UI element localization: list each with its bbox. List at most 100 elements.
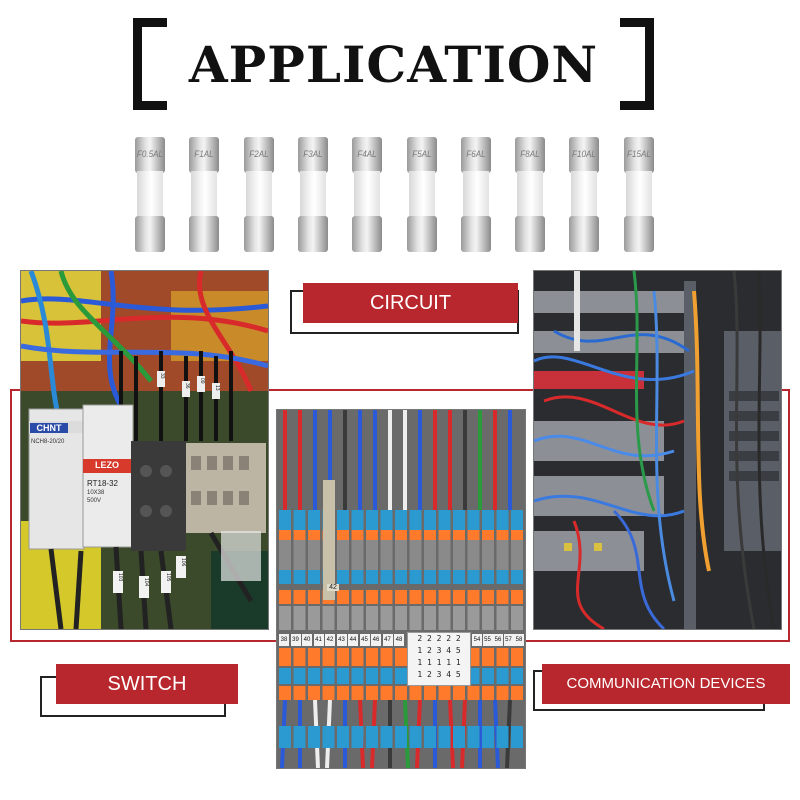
marker-row: 2 2 2 2 2 bbox=[417, 634, 461, 643]
marker-row: 1 2 3 4 5 bbox=[417, 670, 461, 679]
terminal-block-orange bbox=[409, 590, 422, 604]
fuse-cap-top: F6AL bbox=[461, 137, 491, 173]
marker-row: 1 2 3 4 5 bbox=[417, 646, 461, 655]
fuse: F8AL bbox=[515, 137, 545, 252]
terminal-block-blue bbox=[438, 510, 451, 530]
frame-line-left bbox=[10, 389, 12, 642]
communication-label: COMMUNICATION DEVICES bbox=[542, 664, 790, 704]
terminal-block-gray bbox=[496, 606, 509, 630]
fuse-cap-bottom bbox=[624, 216, 654, 252]
terminal-block-blue bbox=[496, 570, 509, 584]
fuse: F0.5AL bbox=[135, 137, 165, 252]
fuse-cap-bottom bbox=[352, 216, 382, 252]
terminal-block-blue bbox=[511, 570, 523, 584]
fuse-marking: F15AL bbox=[627, 149, 651, 159]
fuse-cap-top: F0.5AL bbox=[135, 137, 165, 173]
frame-line-top-right bbox=[780, 389, 790, 391]
terminal-block-blue bbox=[395, 668, 407, 684]
fuse-body bbox=[517, 171, 543, 218]
fuse-cap-top: F10AL bbox=[569, 137, 599, 173]
terminal-block-orange bbox=[337, 648, 349, 666]
fuse-cap-bottom bbox=[515, 216, 545, 252]
terminal-block-gray bbox=[308, 540, 320, 570]
terminal-block-gray bbox=[438, 540, 451, 570]
terminal-block-gray bbox=[337, 606, 349, 630]
title-bracket-right bbox=[620, 18, 654, 110]
terminal-block-blue bbox=[380, 570, 393, 584]
terminal-tag: 42 bbox=[325, 634, 335, 646]
terminal-tag: 47 bbox=[382, 634, 393, 646]
terminal-block-blue bbox=[424, 510, 436, 530]
terminal-tag: 54 bbox=[472, 634, 482, 646]
terminal-block-blue bbox=[279, 668, 291, 684]
fuse-marking: F4AL bbox=[357, 149, 377, 159]
terminal-block-orange bbox=[424, 530, 436, 540]
fuse-cap-bottom bbox=[569, 216, 599, 252]
terminal-block-orange bbox=[424, 686, 436, 700]
photo-server-rack bbox=[533, 270, 782, 630]
terminal-block-blue bbox=[293, 726, 306, 748]
terminal-block-orange bbox=[453, 686, 465, 700]
terminal-jumper bbox=[323, 480, 335, 600]
terminal-block-orange bbox=[308, 590, 320, 604]
terminal-block-gray bbox=[409, 606, 422, 630]
terminal-block-gray bbox=[467, 606, 480, 630]
wire-top-tag: 13 bbox=[214, 385, 220, 391]
terminal-block-gray bbox=[293, 606, 306, 630]
fuse-body bbox=[409, 171, 435, 218]
terminal-tag: 58 bbox=[514, 634, 524, 646]
fuse: F1AL bbox=[189, 137, 219, 252]
terminal-block-gray bbox=[337, 540, 349, 570]
fuse-cap-top: F5AL bbox=[407, 137, 437, 173]
terminal-block-orange bbox=[409, 686, 422, 700]
frame-line-top-mid bbox=[268, 389, 533, 391]
terminal-block-blue bbox=[351, 668, 364, 684]
terminal-block-blue bbox=[482, 726, 494, 748]
terminal-block-blue bbox=[351, 570, 364, 584]
fuse: F5AL bbox=[407, 137, 437, 252]
terminal-tag: 40 bbox=[302, 634, 312, 646]
terminal-block-blue bbox=[308, 510, 320, 530]
terminal-block-orange bbox=[337, 686, 349, 700]
terminal-block-blue bbox=[409, 570, 422, 584]
terminal-block-blue bbox=[308, 570, 320, 584]
terminal-block-orange bbox=[438, 686, 451, 700]
terminal-tag: 56 bbox=[493, 634, 503, 646]
terminal-tag: 44 bbox=[348, 634, 358, 646]
terminal-block-gray bbox=[308, 606, 320, 630]
terminal-tag: 43 bbox=[336, 634, 347, 646]
terminal-block-blue bbox=[409, 510, 422, 530]
terminal-block-gray bbox=[395, 606, 407, 630]
terminal-block-orange bbox=[380, 686, 393, 700]
fuse-body bbox=[571, 171, 597, 218]
terminal-block-blue bbox=[366, 510, 378, 530]
terminal-block-orange bbox=[467, 530, 480, 540]
terminal-block-blue bbox=[279, 726, 291, 748]
terminal-block-blue bbox=[467, 726, 480, 748]
wire-tag: 103 bbox=[117, 573, 123, 582]
terminal-block-blue bbox=[380, 510, 393, 530]
terminal-block-blue bbox=[293, 668, 306, 684]
title-bracket-left bbox=[133, 18, 167, 110]
terminal-block-gray bbox=[453, 606, 465, 630]
fuse-cap-bottom bbox=[135, 216, 165, 252]
terminal-block-blue bbox=[279, 510, 291, 530]
page-title: APPLICATION bbox=[188, 35, 599, 94]
terminal-block-blue bbox=[337, 668, 349, 684]
terminal-block-orange bbox=[366, 530, 378, 540]
terminal-block-blue bbox=[467, 570, 480, 584]
terminal-block-blue bbox=[453, 726, 465, 748]
terminal-tag: 48 bbox=[394, 634, 404, 646]
terminal-block-orange bbox=[366, 686, 378, 700]
fuse-body bbox=[354, 171, 380, 218]
wire-tag: 106 bbox=[180, 558, 186, 567]
terminal-block-orange bbox=[482, 648, 494, 666]
wire-tag: 104 bbox=[143, 578, 149, 587]
terminal-block-gray bbox=[424, 606, 436, 630]
fuse-marking: F5AL bbox=[412, 149, 432, 159]
fuse-body bbox=[191, 171, 217, 218]
breaker2-brand: LEZO bbox=[95, 460, 119, 470]
fuse-cap-bottom bbox=[244, 216, 274, 252]
